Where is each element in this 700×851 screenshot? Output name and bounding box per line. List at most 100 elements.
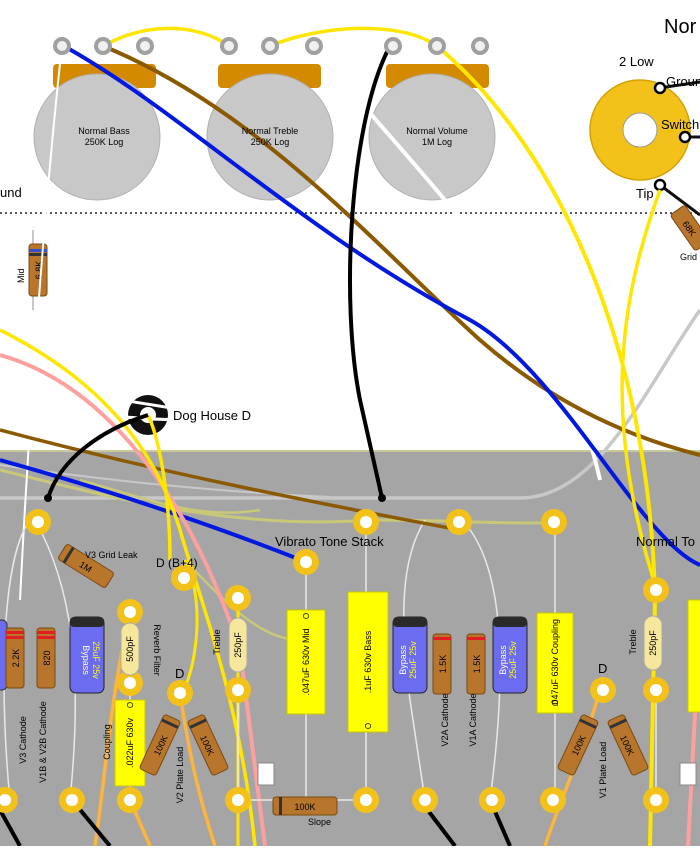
pot-lug <box>384 37 402 55</box>
resistor-v2a-cathode: 1.5K <box>432 633 452 695</box>
wire-blue-vibrato <box>0 458 307 564</box>
jumper-block <box>257 762 275 786</box>
wire-yellow-top-2 <box>269 26 439 48</box>
resistor-band <box>6 636 24 639</box>
cap-top <box>70 617 104 627</box>
ceramic-cap-250pf-left: 250pF <box>228 617 248 673</box>
eyelet <box>225 787 251 813</box>
resistor-body <box>432 633 452 695</box>
resistor-band <box>189 718 207 729</box>
cap-value: .047uF 630v Coupling <box>550 619 560 707</box>
jack-switch-lug <box>678 130 692 144</box>
resistor-v3-cathode: 2.2K <box>5 627 25 689</box>
wire-white-2 <box>0 378 291 432</box>
resistor-band <box>37 631 55 634</box>
resistor-band <box>579 718 597 729</box>
resistor-68k-jack: 68K <box>670 205 700 251</box>
wire-orange-2 <box>178 692 217 847</box>
pot-treble-name: Normal Treble <box>242 126 299 136</box>
film-cap-047-mid: .047uF 630v Mid O <box>286 609 326 715</box>
header-title-fragment: Nor <box>664 16 697 38</box>
wire-black-doghouse <box>46 413 149 499</box>
cap-value: 500pF <box>125 636 135 662</box>
pot-bass-name: Normal Bass <box>78 126 130 136</box>
resistor-v2-plate-b: 100K <box>187 714 229 776</box>
eyelet <box>25 509 51 535</box>
d-b4-label: D (B+4) <box>156 556 198 570</box>
electrolytic-bypass-mid: Bypass 25uF 25v <box>392 616 428 694</box>
eyelet <box>167 680 193 706</box>
wire-gray-bus <box>0 308 700 500</box>
pot-volume-value: 1M Log <box>422 137 452 147</box>
cap-body <box>286 609 326 715</box>
eyelet <box>225 585 251 611</box>
pot-lug <box>94 37 112 55</box>
resistor-body <box>36 627 56 689</box>
eyelet <box>117 599 143 625</box>
film-cap-022uf: .022uF 630v O <box>114 699 146 787</box>
d-label-right: D <box>598 661 607 676</box>
resistor-value: 6.8K <box>34 261 44 280</box>
resistor-band <box>279 797 282 815</box>
pot-lug <box>53 37 71 55</box>
resistor-body <box>670 205 700 251</box>
resistor-value: 1.5K <box>472 655 482 674</box>
resistor-band <box>609 718 627 729</box>
wire-yellow-left <box>0 328 257 847</box>
resistor-value: 2.2K <box>11 649 21 668</box>
d-label-left: D <box>175 666 184 681</box>
jumper-block <box>679 762 697 786</box>
v3-cathode-label: V3 Cathode <box>18 716 28 764</box>
resistor-band <box>37 636 55 639</box>
junction-dot <box>378 494 386 502</box>
resistor-v1a-cathode: 1.5K <box>466 633 486 695</box>
cap-body <box>228 617 248 673</box>
resistor-v1-plate-a: 100K <box>557 714 599 776</box>
film-cap-partial-right <box>687 599 700 713</box>
cap-polarity: O <box>126 702 135 708</box>
cap-value: 25uF 25v <box>508 641 518 679</box>
eyelet <box>590 677 616 703</box>
resistor-body <box>557 714 599 776</box>
cap-value: .1uF 630v Bass <box>363 630 373 693</box>
wire-yellow-volume <box>435 44 658 847</box>
electrolytic-bypass-left: Bypass 25uF 25v <box>69 616 105 694</box>
eyelet <box>643 677 669 703</box>
cap-body <box>536 612 574 714</box>
jack-switch-label: Switch <box>661 117 699 132</box>
pot-lug <box>471 37 489 55</box>
resistor-band <box>6 631 24 634</box>
cap-value: 25uF 25v <box>408 641 418 679</box>
cap-label: Bypass <box>398 645 408 675</box>
eyelet <box>59 787 85 813</box>
wire-brown-2 <box>0 428 461 532</box>
cap-value: 250pF <box>233 632 243 658</box>
cap-value: 250pF <box>648 630 658 656</box>
label-mid: Mid <box>16 268 26 283</box>
cap-top <box>393 617 427 627</box>
resistor-v1-plate-b: 100K <box>607 714 649 776</box>
wire-black-1 <box>0 809 22 847</box>
resistor-body <box>187 714 229 776</box>
pot-volume-name: Normal Volume <box>406 126 468 136</box>
pot-treble-value: 250K Log <box>251 137 290 147</box>
wire-white-mid <box>19 44 63 601</box>
eyelet <box>412 787 438 813</box>
resistor-band <box>29 249 47 252</box>
resistor-body <box>607 714 649 776</box>
eyelet <box>117 670 143 696</box>
input-jack <box>589 79 700 217</box>
coupling-label: Coupling <box>102 724 112 760</box>
eyelet <box>643 787 669 813</box>
resistor-body <box>58 544 114 588</box>
v1-plate-load-label: V1 Plate Load <box>598 742 608 799</box>
reverb-filter-label: Reverb Filter <box>152 624 162 676</box>
jack-tip-label: Tip <box>636 186 654 201</box>
resistor-band <box>62 546 75 564</box>
ceramic-cap-500pf: 500pF <box>120 622 140 676</box>
resistor-band <box>29 253 47 256</box>
cap-label: Bypass <box>498 645 508 675</box>
pot-lugs <box>53 37 489 55</box>
resistor-body <box>139 714 181 776</box>
cap-body <box>114 699 146 787</box>
